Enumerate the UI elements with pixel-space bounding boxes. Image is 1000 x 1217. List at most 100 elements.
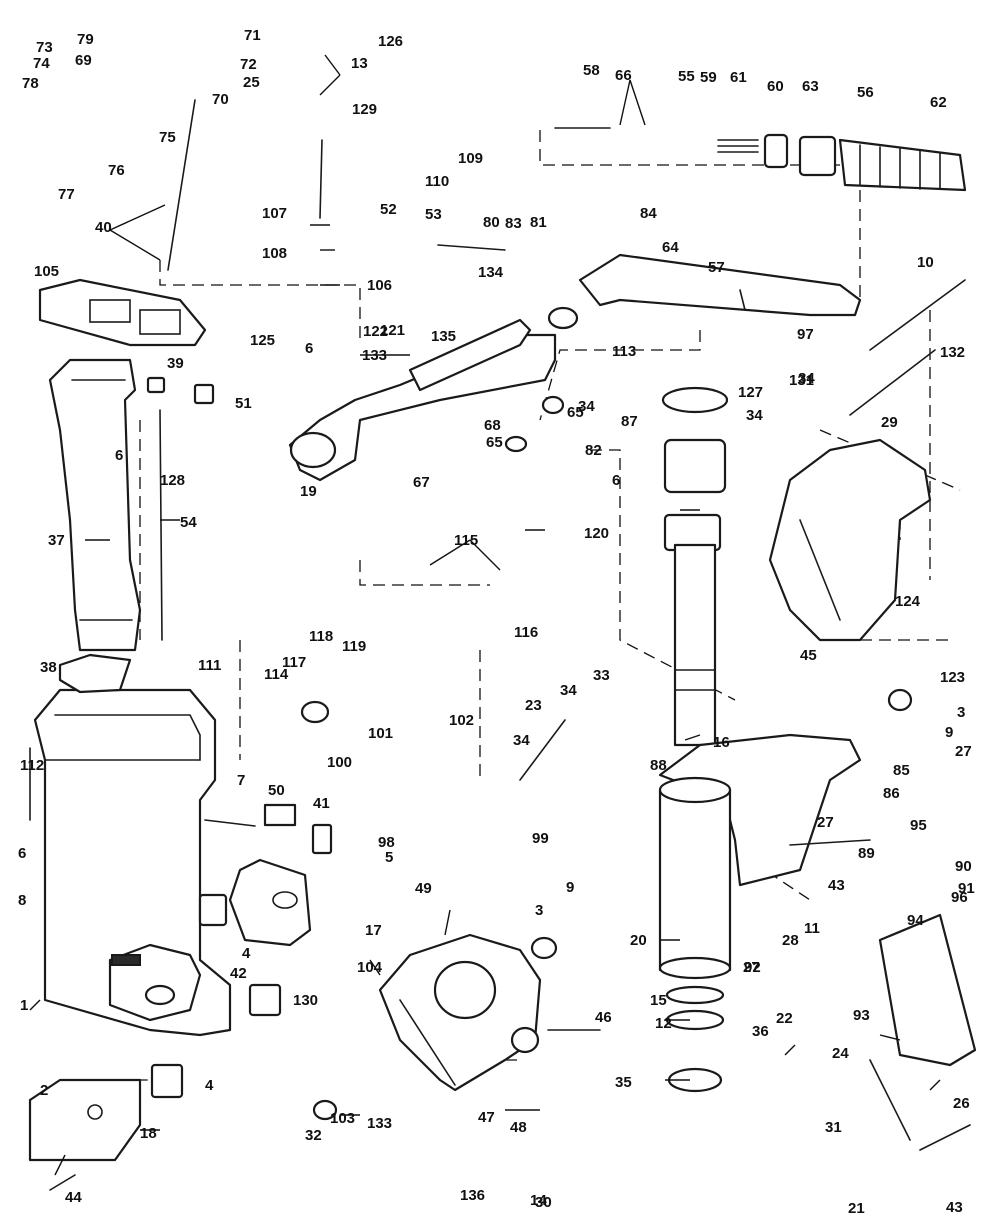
part-gasket	[38, 278, 207, 347]
part-label-43: 43	[946, 1199, 963, 1216]
part-label-50: 50	[268, 782, 285, 799]
part-label-128: 128	[160, 472, 185, 489]
part-label-81: 81	[530, 214, 547, 231]
part-label-3: 3	[957, 704, 965, 721]
part-label-84: 84	[640, 205, 657, 222]
part-label-58: 58	[583, 62, 600, 79]
part-label-88: 88	[650, 757, 667, 774]
part-label-25: 25	[243, 74, 260, 91]
part-label-61: 61	[730, 69, 747, 86]
part-label-105: 105	[34, 263, 59, 280]
part-label-123: 123	[940, 669, 965, 686]
part-label-89: 89	[858, 845, 875, 862]
part-label-131: 131	[789, 372, 814, 389]
part-label-99: 99	[532, 830, 549, 847]
part-label-112: 112	[20, 757, 44, 774]
part-label-44: 44	[65, 1189, 82, 1206]
part-label-34: 34	[578, 398, 595, 415]
part-label-130: 130	[293, 992, 318, 1009]
part-label-104: 104	[357, 959, 383, 976]
part-number-labels: 1233445666678991011121314151617181920212…	[18, 27, 975, 1217]
part-label-5: 5	[385, 849, 393, 866]
part-label-28: 28	[782, 932, 799, 949]
part-label-74: 74	[33, 55, 50, 72]
part-label-21: 21	[848, 1200, 865, 1217]
part-label-4: 4	[205, 1077, 214, 1094]
part-label-32: 32	[305, 1127, 322, 1144]
part-rubber-mounts	[146, 376, 333, 1099]
part-label-12: 12	[655, 1015, 672, 1032]
part-label-73: 73	[36, 39, 53, 56]
part-label-27: 27	[817, 814, 834, 831]
part-label-26: 26	[953, 1095, 970, 1112]
part-label-6: 6	[18, 845, 26, 862]
part-label-51: 51	[235, 395, 252, 412]
part-lower-clamp	[28, 1078, 142, 1162]
part-label-65: 65	[567, 404, 584, 421]
part-rods-bolts	[29, 99, 971, 1191]
part-label-42: 42	[230, 965, 247, 982]
part-label-90: 90	[955, 858, 972, 875]
part-label-43: 43	[828, 877, 845, 894]
part-label-19: 19	[300, 483, 317, 500]
part-label-60: 60	[767, 78, 784, 95]
part-label-47: 47	[478, 1109, 495, 1126]
part-label-136: 136	[460, 1187, 485, 1204]
part-label-27: 27	[955, 743, 972, 760]
part-label-135: 135	[431, 328, 456, 345]
part-clamp-bracket	[768, 438, 932, 642]
part-label-29: 29	[881, 414, 898, 431]
part-label-71: 71	[244, 27, 261, 44]
part-label-38: 38	[40, 659, 57, 676]
part-label-23: 23	[525, 697, 542, 714]
part-label-92: 92	[744, 959, 761, 976]
part-label-40: 40	[95, 219, 112, 236]
part-label-111: 111	[198, 657, 221, 674]
part-label-116: 116	[514, 624, 538, 641]
part-label-15: 15	[650, 992, 667, 1009]
part-label-33: 33	[593, 667, 610, 684]
part-label-78: 78	[22, 75, 39, 92]
part-label-102: 102	[449, 712, 474, 729]
part-label-35: 35	[615, 1074, 632, 1091]
part-label-100: 100	[327, 754, 352, 771]
part-steering-arm	[288, 318, 557, 482]
part-label-31: 31	[825, 1119, 842, 1136]
part-label-11: 11	[804, 920, 820, 937]
part-label-109: 109	[458, 150, 483, 167]
part-exhaust-housing	[48, 358, 142, 652]
part-label-8: 8	[18, 892, 26, 909]
part-label-24: 24	[832, 1045, 849, 1062]
part-label-56: 56	[857, 84, 874, 101]
part-label-85: 85	[893, 762, 910, 779]
part-label-67: 67	[413, 474, 430, 491]
part-label-72: 72	[240, 56, 257, 73]
part-label-46: 46	[595, 1009, 612, 1026]
part-label-13: 13	[351, 55, 368, 72]
part-label-34: 34	[798, 370, 815, 387]
part-label-20: 20	[630, 932, 647, 949]
part-label-2: 2	[40, 1082, 48, 1099]
part-label-126: 126	[378, 33, 403, 50]
part-label-34: 34	[560, 682, 577, 699]
part-label-10: 10	[917, 254, 934, 271]
part-label-66: 66	[615, 67, 632, 84]
part-label-103: 103	[330, 1110, 355, 1127]
part-label-48: 48	[510, 1119, 527, 1136]
part-label-34: 34	[513, 732, 530, 749]
part-label-14: 14	[530, 1192, 547, 1209]
part-label-17: 17	[365, 922, 382, 939]
part-label-118: 118	[309, 628, 333, 645]
part-label-54: 54	[180, 514, 197, 531]
part-label-75: 75	[159, 129, 176, 146]
part-label-101: 101	[368, 725, 393, 742]
part-stern-bracket	[378, 933, 542, 1092]
part-label-96: 96	[951, 889, 968, 906]
part-label-64: 64	[662, 239, 679, 256]
part-label-132: 132	[940, 344, 965, 361]
part-label-63: 63	[802, 78, 819, 95]
part-label-107: 107	[262, 205, 287, 222]
part-label-7: 7	[237, 772, 245, 789]
part-label-117: 117	[282, 654, 306, 671]
